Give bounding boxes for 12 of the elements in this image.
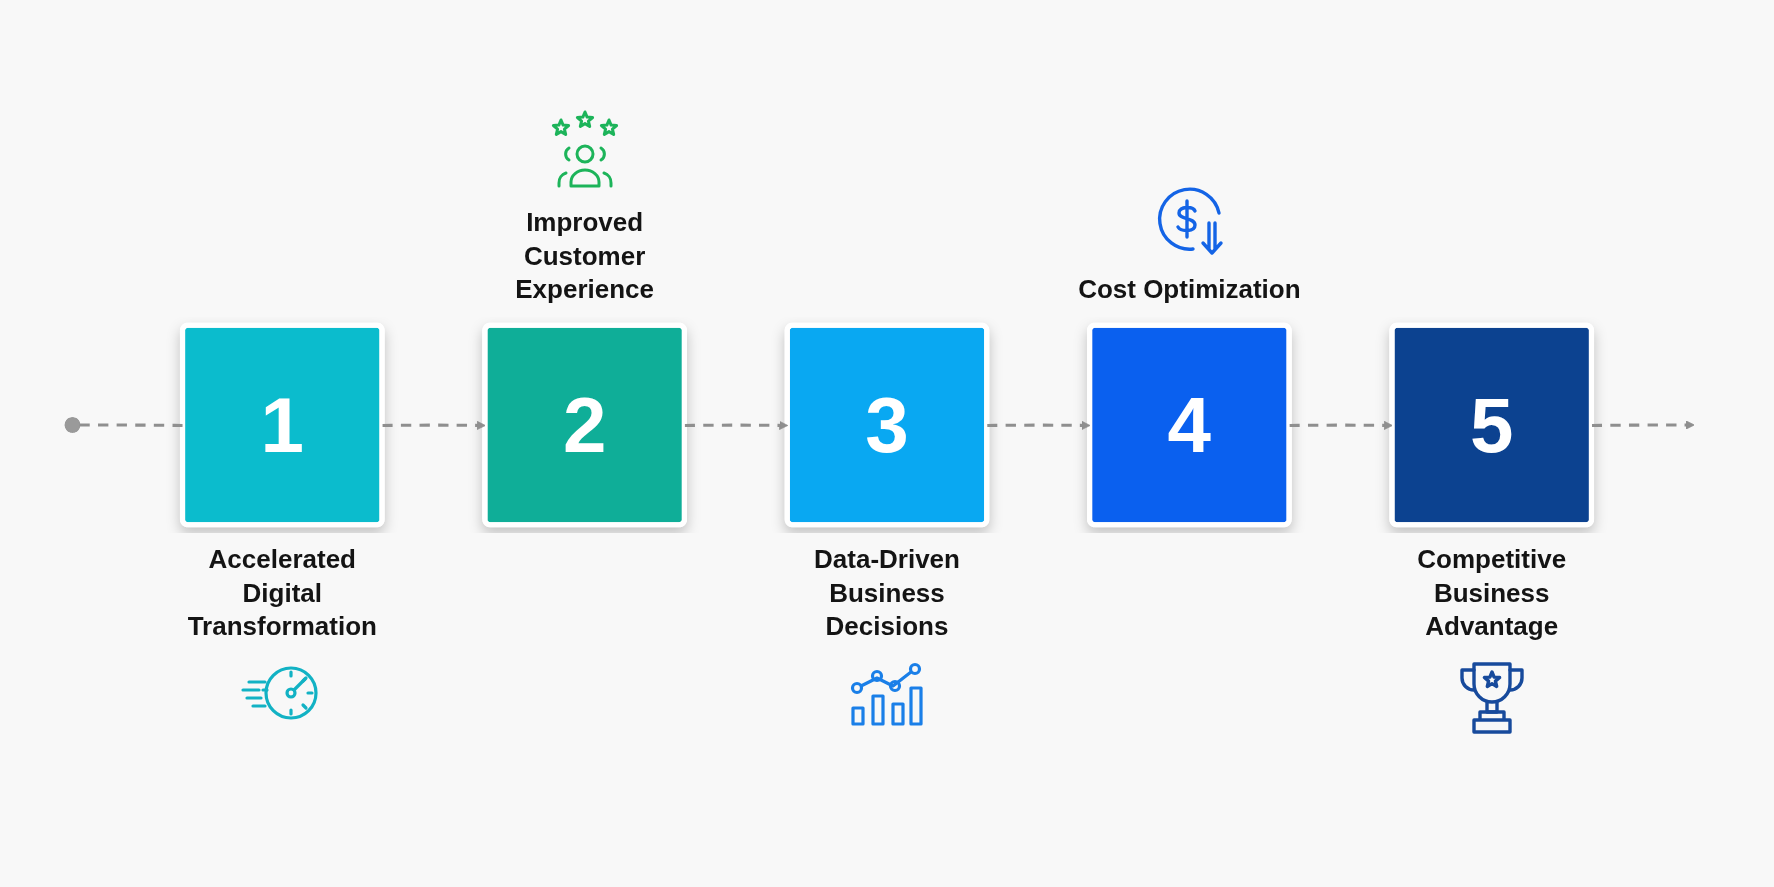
dashed-arrow (987, 420, 1091, 430)
dashed-connector-line (79, 423, 184, 428)
start-dot (64, 417, 81, 433)
caption-text: Cost Optimization (1078, 273, 1301, 307)
caption-text: Competitive Business Advantage (1416, 542, 1568, 644)
caption-text: Improved Customer Experience (514, 205, 655, 307)
dashed-arrow (1591, 420, 1695, 430)
caption-text: Data-Driven Business Decisions (813, 542, 961, 644)
dashed-arrow (382, 420, 486, 430)
dashed-arrow (684, 420, 789, 430)
dashed-arrow (1289, 420, 1393, 430)
caption-text: Accelerated Digital Transformation (186, 542, 378, 644)
